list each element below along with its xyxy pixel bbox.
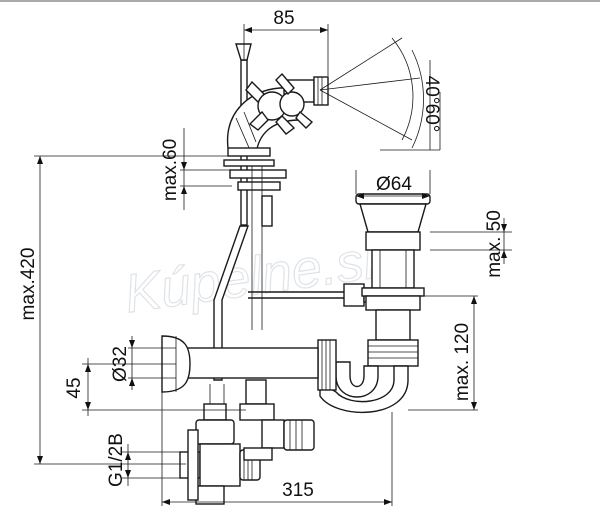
dim-thread-g12b: G1/2B (106, 433, 127, 487)
dim-max-60: max.60 (160, 139, 181, 201)
dim-diam-64: Ø64 (376, 174, 412, 195)
dimension-lines (34, 24, 512, 506)
cross-handle-right-icon (275, 72, 314, 129)
dim-angle-60: 60° (421, 104, 442, 133)
dim-max-50: max. 50 (484, 210, 505, 278)
dim-angle-40: 40° (421, 76, 442, 105)
dim-width-top: 85 (273, 8, 294, 29)
cross-handle-left-icon (245, 80, 296, 135)
dim-width-bottom: 315 (282, 480, 314, 501)
dim-max-120: max. 120 (452, 323, 473, 401)
dim-45: 45 (64, 377, 85, 398)
faucet-body (223, 43, 329, 330)
angle-valve-left (179, 403, 261, 505)
angle-valve-right (239, 379, 315, 461)
watermark: Kúpelne.sk (121, 227, 397, 324)
spray-angle-lines (319, 37, 424, 149)
dim-max-420: max.420 (18, 248, 39, 321)
dim-diam-32: Ø32 (110, 346, 131, 382)
waste-drain (355, 193, 431, 367)
